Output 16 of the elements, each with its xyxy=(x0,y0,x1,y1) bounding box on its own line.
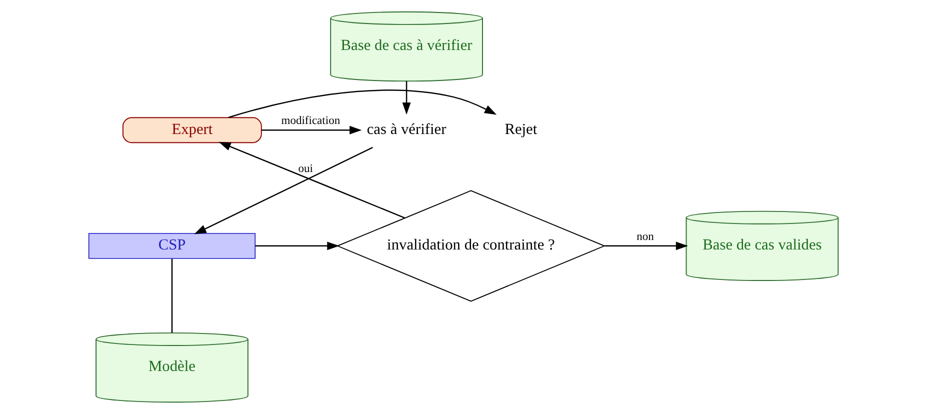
connector xyxy=(170,258,172,333)
arrow xyxy=(260,126,362,134)
arrow xyxy=(254,242,339,250)
arrow xyxy=(604,242,688,250)
edge-label: oui xyxy=(298,163,312,176)
arrow xyxy=(194,146,372,234)
node-box: Expert xyxy=(122,117,262,144)
node-text: cas à vérifier xyxy=(366,120,446,138)
arrow xyxy=(228,90,496,118)
arrow xyxy=(218,142,405,218)
arrow xyxy=(402,81,410,115)
node-text: Rejet xyxy=(504,120,537,138)
edge-label: modification xyxy=(280,114,340,127)
edge-label: non xyxy=(636,230,654,243)
node-diamond: invalidation de contrainte ? xyxy=(336,190,606,302)
node-box: CSP xyxy=(88,232,256,259)
